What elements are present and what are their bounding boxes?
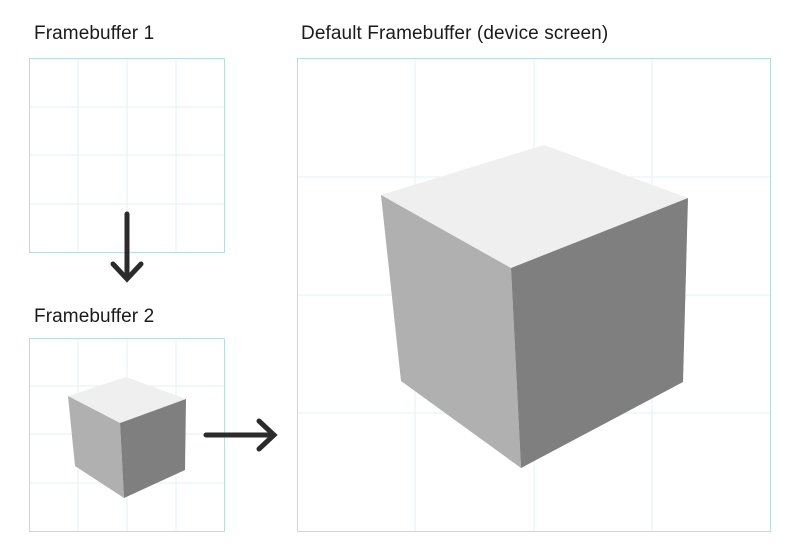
framebuffer-2-title: Framebuffer 2 [34, 306, 155, 327]
default-framebuffer-title: Default Framebuffer (device screen) [301, 23, 609, 44]
default-framebuffer-panel [297, 58, 771, 532]
arrow-right-icon [203, 418, 278, 452]
framebuffer-1-grid [29, 58, 225, 252]
large-cube-icon [381, 145, 688, 468]
framebuffer-1-title: Framebuffer 1 [34, 23, 155, 44]
default-framebuffer-border [297, 58, 771, 532]
arrow-down-icon [110, 211, 144, 283]
framebuffer-2-panel [29, 338, 225, 532]
small-cube-icon [68, 377, 186, 498]
